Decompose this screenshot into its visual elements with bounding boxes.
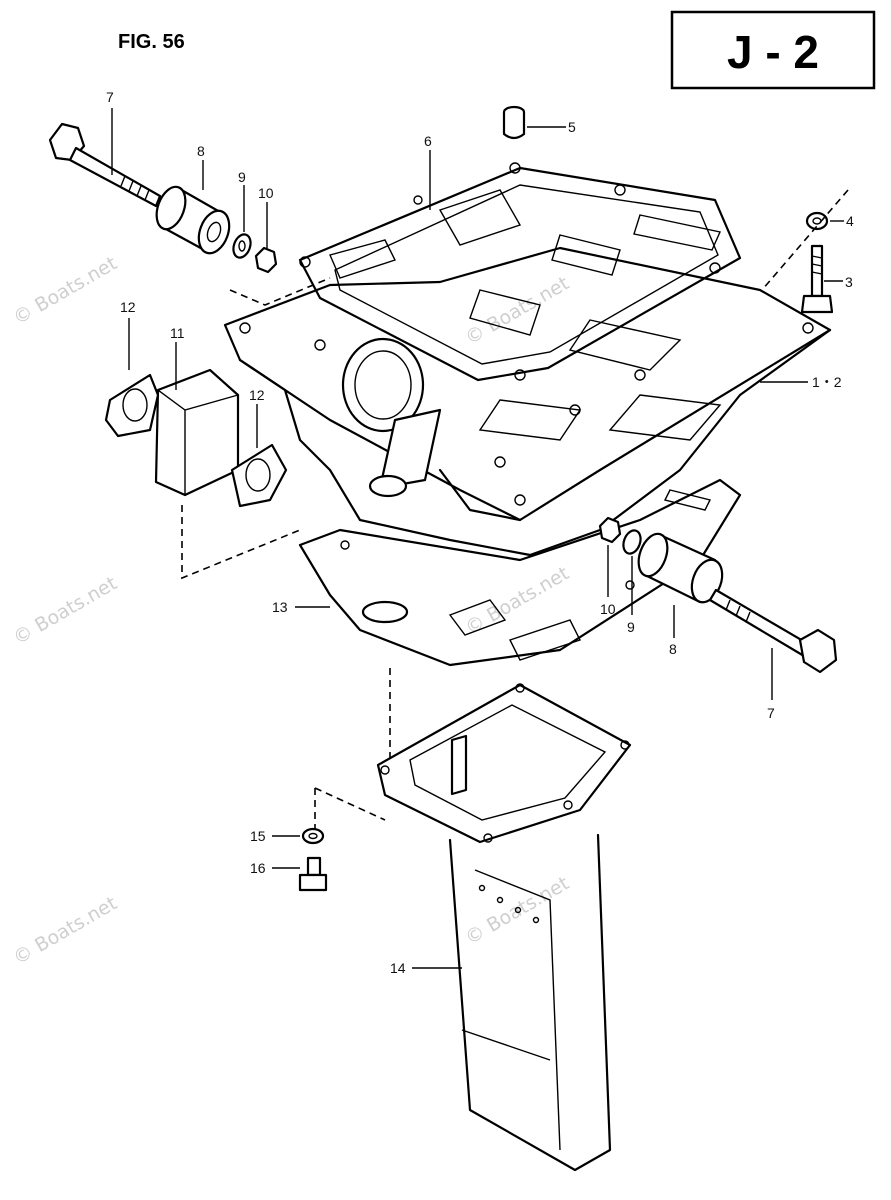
bushing-8-upper: [155, 185, 231, 255]
callout-15: 15: [250, 828, 266, 844]
callout-7-upper: 7: [106, 89, 114, 105]
gasket-6: [298, 162, 742, 382]
callout-13: 13: [272, 599, 288, 615]
watermarks: © Boats.net © Boats.net © Boats.net © Bo…: [10, 252, 573, 969]
mount-rubber-11: [154, 368, 240, 497]
bolt-16: [298, 856, 328, 892]
callout-9-upper: 9: [238, 169, 246, 185]
washer-15-hole: [308, 832, 318, 840]
callout-9-lower: 9: [627, 619, 635, 635]
watermark: © Boats.net: [10, 892, 121, 969]
watermark: © Boats.net: [462, 872, 573, 949]
nut-10-lower: [598, 516, 622, 544]
leader-mount: [181, 505, 301, 580]
leader-bolt-3: [761, 189, 849, 291]
driveshaft-housing-14: [376, 683, 632, 1172]
callout-7-lower: 7: [767, 705, 775, 721]
callout-12-right: 12: [249, 387, 265, 403]
watermark: © Boats.net: [462, 562, 573, 639]
callout-10-upper: 10: [258, 185, 274, 201]
callout-10-lower: 10: [600, 601, 616, 617]
watermark: © Boats.net: [10, 572, 121, 649]
lower-plate-13: [298, 478, 742, 667]
callouts: 7 8 9 10 6 5 4 3 1・2 11 12 12 13 10 9 8 …: [106, 89, 854, 976]
dowel-pin-5: [502, 105, 526, 140]
callout-5: 5: [568, 119, 576, 135]
bushing-8-lower: [637, 532, 724, 604]
washer-9-upper: [232, 233, 252, 259]
bolt-3: [800, 244, 834, 314]
adapter-body-1-2: [223, 246, 832, 557]
washer-9-lower: [622, 529, 642, 555]
figure-code-box: [670, 10, 876, 90]
figure-title: FIG. 56: [118, 31, 185, 53]
washer-4: [805, 211, 829, 231]
figure-code: J - 2: [727, 26, 819, 78]
callout-leaders: [111, 108, 844, 969]
callout-8-lower: 8: [669, 641, 677, 657]
nut-10-upper: [254, 246, 278, 274]
callout-12-left: 12: [120, 299, 136, 315]
bolt-7-upper: [48, 122, 162, 208]
bolt-7-lower: [708, 588, 838, 674]
stopper-12-left: [104, 373, 160, 438]
callout-8-upper: 8: [197, 143, 205, 159]
watermark: © Boats.net: [10, 252, 121, 329]
leader-upper-bolt: [229, 277, 331, 306]
stopper-12-right: [230, 443, 288, 508]
watermark: © Boats.net: [462, 272, 573, 349]
callout-11: 11: [170, 325, 185, 341]
callout-6: 6: [424, 133, 432, 149]
callout-4: 4: [846, 213, 854, 229]
callout-16: 16: [250, 860, 266, 876]
callout-14: 14: [390, 960, 406, 976]
callout-3: 3: [845, 274, 853, 290]
washer-9-hole: [238, 240, 246, 252]
callout-1-2: 1・2: [812, 374, 842, 390]
leader-bolts-15-16: [314, 787, 386, 830]
washer-15: [301, 827, 325, 845]
